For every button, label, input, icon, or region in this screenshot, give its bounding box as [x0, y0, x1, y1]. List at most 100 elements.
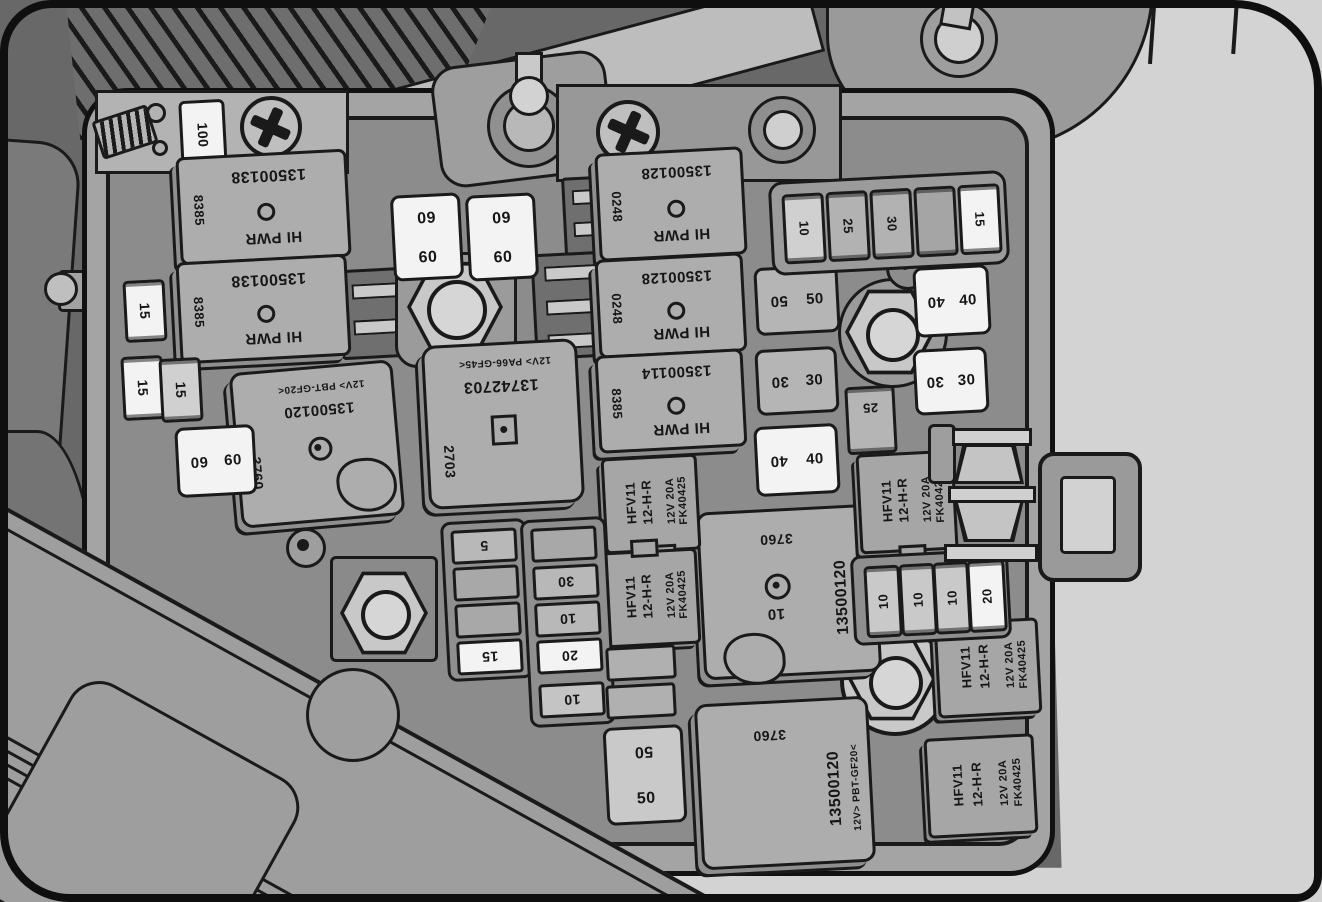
fuse-slot-empty — [605, 644, 677, 682]
hfv-rating: 12V 20A — [996, 759, 1011, 807]
relay-pin-number: 10 — [767, 604, 786, 623]
relay-top-code: 3760 — [752, 726, 787, 745]
fuse-value-top: 60 — [491, 207, 511, 226]
relay-function-label: HI PWR — [244, 227, 303, 248]
fuse-value-right: 40 — [958, 291, 978, 310]
relay-center-mark — [256, 304, 276, 324]
side-stud-tip — [44, 272, 78, 306]
fuse-value: 10 — [910, 591, 927, 608]
hfv-name: HFV11 — [622, 481, 640, 525]
fuse-value-top: 60 — [416, 207, 436, 226]
hfv-name: HFV11 — [622, 575, 640, 619]
hex-bolt-right-center — [866, 308, 920, 362]
hfv-type: 12-H-R — [975, 643, 993, 690]
hfv-tab — [629, 538, 659, 558]
fuse-slot-empty — [605, 682, 677, 720]
fuse-mini-4-empty — [913, 185, 959, 258]
fuse-slot: 20 — [535, 637, 604, 675]
fuse-value: 10 — [944, 589, 960, 607]
fuse-slot: 15 — [456, 638, 524, 676]
hfv-ref: FK40425 — [1011, 757, 1026, 807]
latch-opening — [1060, 476, 1116, 554]
fuse-slot: 5 — [450, 527, 519, 565]
fuse-value: 20 — [979, 587, 995, 605]
relay-blob-mark — [334, 455, 399, 515]
fuse-mini-3: 30 — [869, 187, 915, 260]
hfv-type: 12-H-R — [638, 573, 656, 620]
fuse-value-left: 50 — [769, 291, 789, 310]
relay-hipwr-1: 13500138 8385 HI PWR — [175, 148, 352, 266]
fuse-slot-empty — [454, 601, 522, 639]
relay-part-number: 13500138 — [230, 165, 307, 187]
fuse-slot: 30 — [532, 563, 600, 601]
fuse-value-left: 60 — [189, 452, 209, 471]
fuse-25: 25 — [844, 384, 898, 456]
hfv-ref: FK40425 — [675, 475, 691, 526]
fuse-value-left: 30 — [770, 372, 789, 391]
fuse-value: 10 — [559, 610, 577, 628]
fuse-slot-empty — [452, 564, 520, 602]
stud-right-tip — [763, 110, 803, 150]
fuse-mini-2: 25 — [825, 190, 871, 263]
center-stud-tip — [509, 76, 549, 116]
relay-function-label: HI PWR — [652, 224, 711, 245]
relay-center-mark — [256, 202, 276, 222]
relay-function-label: HI PWR — [651, 418, 710, 439]
relay-side-code: 8385 — [190, 296, 208, 329]
relay-part-number: 13500128 — [640, 265, 713, 287]
relay-part-number: 13500138 — [230, 268, 307, 290]
fuse-40-a: 40 40 — [912, 264, 992, 338]
relay-part-number: 13742703 — [462, 374, 539, 396]
relay-part-number: 13500114 — [641, 361, 712, 383]
relay-top-code: 3760 — [758, 530, 793, 549]
fuse-40-b: 40 40 — [753, 422, 841, 498]
fuse-value: 15 — [136, 302, 154, 320]
fuse-mini-5: 15 — [957, 183, 1003, 256]
bracket-hole-large — [306, 668, 400, 762]
bracket-hole-2 — [152, 140, 168, 156]
relay-hipwr-2: 13500138 8385 HI PWR — [175, 253, 352, 365]
relay-hipwr-5: 13500114 8385 HI PWR — [594, 348, 748, 454]
relay-part-number: 13500128 — [640, 161, 713, 183]
fuse-60-left: 60 60 — [174, 423, 258, 499]
fuse-value-left: 30 — [926, 372, 945, 391]
fuse-value: 30 — [884, 215, 900, 232]
relay-center-mark — [666, 301, 686, 320]
stud-bolt-topright-tip — [939, 0, 977, 31]
relay-blob-mark — [722, 631, 787, 687]
relay-hfv11-5: HFV11 12-H-R 12V 20A FK40425 — [923, 733, 1039, 839]
hfv-rating: 12V 20A — [1002, 641, 1017, 689]
hex-bolt-top-center — [427, 280, 487, 340]
relay-square-dot — [500, 425, 508, 433]
relay-square-mark — [490, 413, 519, 446]
fuse-value: 15 — [972, 211, 988, 228]
hfv-name: HFV11 — [878, 479, 896, 523]
fuse-15-a: 15 — [122, 278, 168, 344]
stack-bar-1 — [952, 428, 1032, 446]
fuse-value: 15 — [134, 379, 152, 397]
relay-main: 12V> PA66-GF45< 13742703 2703 — [420, 338, 586, 510]
stack-bar-3 — [944, 544, 1038, 562]
bracket-hole-1 — [146, 103, 166, 123]
fuse-mini-1: 10 — [781, 192, 827, 265]
fuse-15-c: 15 — [158, 356, 204, 424]
fuse-value-top: 50 — [633, 742, 654, 761]
hfv-type: 12-H-R — [638, 479, 656, 526]
fuse-value-bottom: 60 — [493, 248, 513, 267]
fuse-value: 25 — [862, 399, 879, 416]
relay-part-number: 13500120 — [824, 750, 846, 827]
relay-side-code: 2703 — [440, 444, 459, 479]
relay-material-code: 12V> PBT-GF20< — [848, 743, 864, 832]
relay-hipwr-3: 13500128 0248 HI PWR — [594, 146, 748, 262]
fuse-value: 10 — [796, 220, 813, 237]
fuse-value-left: 40 — [769, 451, 789, 470]
fuse-value-left: 40 — [926, 292, 946, 311]
relay-side-code: 0248 — [608, 190, 626, 223]
fuse-value: 5 — [479, 537, 489, 555]
fuse-column-b: 30 10 20 10 — [519, 515, 617, 729]
fuse-value: 10 — [875, 593, 892, 610]
relay-hipwr-4: 13500128 0248 HI PWR — [594, 252, 748, 359]
relay-side-code: 0248 — [608, 292, 626, 325]
relay-center-mark — [666, 396, 686, 416]
hfv-ref: FK40425 — [675, 569, 691, 620]
